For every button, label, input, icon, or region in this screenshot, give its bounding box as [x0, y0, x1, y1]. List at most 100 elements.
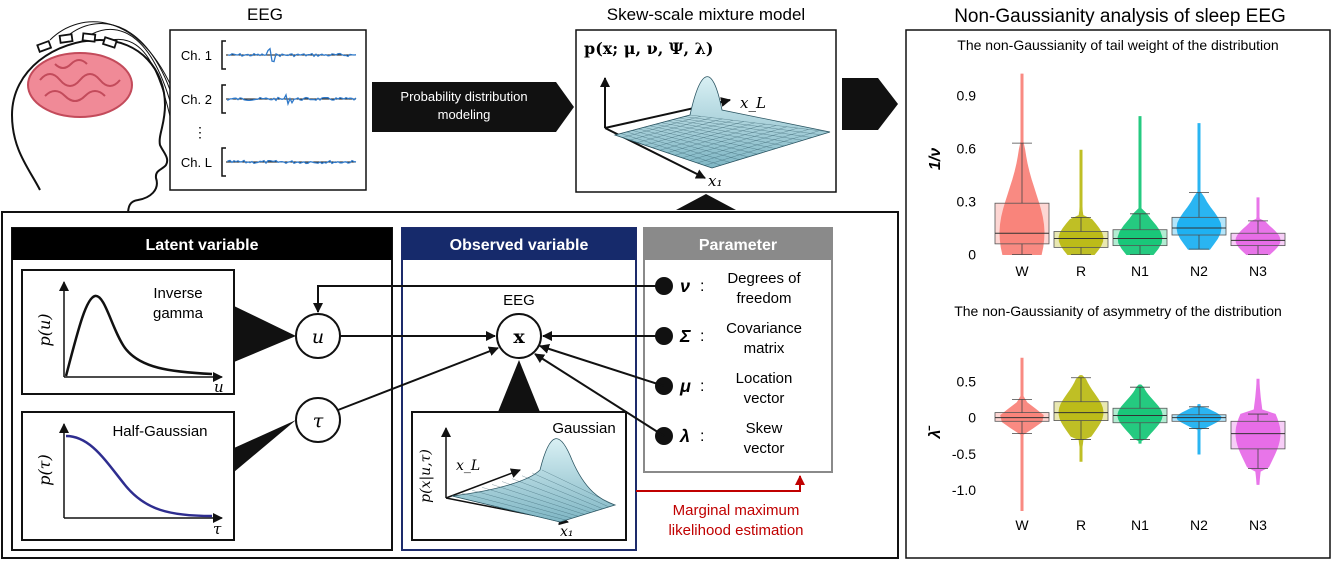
category-label: R — [1076, 263, 1086, 279]
y-tick-label: 0 — [968, 410, 976, 426]
parameter-name-line2: vector — [744, 440, 785, 457]
box — [1112, 229, 1168, 247]
node-x-label: x — [513, 326, 525, 348]
category-label: W — [1015, 517, 1029, 533]
violin-shape — [1058, 375, 1104, 462]
half-gaussian-label: Half-Gaussian — [112, 423, 207, 440]
parameter-name-line2: vector — [744, 390, 785, 407]
mixture-title: Skew-scale mixture model — [607, 5, 805, 24]
parameter-symbol: ν — [680, 276, 690, 296]
channel-label-L: Ch. L — [181, 155, 212, 170]
parameter-name-line1: Degrees of — [727, 270, 801, 287]
channel-label-2: Ch. 2 — [181, 92, 212, 107]
violin-R — [1053, 375, 1109, 462]
gaussian-axis-x1: x₁ — [560, 524, 574, 540]
y-tick-label: 0.9 — [957, 87, 977, 103]
half-gaussian-ylabel: p(τ) — [35, 454, 54, 486]
violin-shape — [1176, 123, 1222, 250]
inverse-gamma-curve — [64, 294, 213, 377]
parameter-header-label: Parameter — [699, 237, 777, 254]
edge-tau-x — [337, 346, 499, 411]
chart-ylabel: 1/ν — [927, 148, 944, 170]
latent-header — [12, 228, 392, 260]
half-gaussian-connector — [234, 420, 296, 472]
up-arrow — [676, 194, 736, 210]
category-label: N3 — [1249, 517, 1267, 533]
inverse-gamma-ylabel: p(u) — [35, 313, 54, 346]
category-label: N1 — [1131, 517, 1149, 533]
violin-N3 — [1230, 378, 1286, 485]
gaussian-surface: x_L x₁ — [441, 427, 617, 540]
parameter-name-line1: Location — [736, 370, 793, 387]
violin-shape — [1117, 116, 1163, 256]
parameter-row: λ: Skew vector — [655, 420, 784, 457]
box — [1053, 401, 1109, 421]
inverse-gamma-connector — [234, 306, 296, 362]
violin-W — [994, 357, 1050, 512]
y-tick-label: 0 — [968, 246, 976, 262]
violin-W — [994, 73, 1050, 256]
parameter-colon: : — [700, 378, 704, 395]
y-tick-label: -0.5 — [952, 446, 976, 462]
category-label: N3 — [1249, 263, 1267, 279]
chart-title: The non-Gaussianity of tail weight of th… — [957, 37, 1278, 53]
y-tick-label: 0.6 — [957, 140, 977, 156]
mixture-formula: p(x; μ, ν, Ψ, λ) — [584, 39, 713, 58]
edge-nu-u — [313, 285, 664, 313]
parameter-name-line2: matrix — [744, 340, 785, 357]
eeg-title: EEG — [247, 5, 283, 24]
estimation-arrow: Marginal maximum likelihood estimation — [636, 475, 805, 539]
violin-shape — [1235, 378, 1281, 485]
parameter-list: ν:Degrees offreedomΣ:Covariancematrixμ:L… — [655, 270, 802, 457]
mixture-axis-x1: x₁ — [708, 172, 722, 190]
gaussian-connector — [498, 360, 540, 412]
y-tick-label: 0.5 — [957, 373, 977, 389]
electrode-wires — [49, 21, 176, 141]
violin-R — [1053, 149, 1109, 256]
parameter-colon: : — [700, 328, 704, 345]
inverse-gamma-line1: Inverse — [153, 285, 202, 302]
violin-N2 — [1171, 404, 1227, 455]
violin-N3 — [1230, 197, 1286, 256]
category-label: W — [1015, 263, 1029, 279]
node-tau — [295, 397, 341, 443]
edge-lambda-x — [534, 353, 665, 437]
box — [994, 202, 1050, 245]
parameter-panel — [643, 227, 833, 473]
observed-header-label: Observed variable — [450, 237, 589, 254]
parameter-name-line1: Skew — [746, 420, 783, 437]
node-tau-label: τ — [313, 410, 324, 432]
box — [1171, 216, 1227, 236]
edge-mu-x — [539, 344, 665, 387]
arrow-label-line2: modeling — [438, 107, 491, 122]
node-u-label: u — [312, 326, 324, 348]
inverse-gamma-line2: gamma — [153, 305, 204, 322]
modeling-arrow: Probability distribution modeling — [372, 82, 574, 132]
gaussian-label: Gaussian — [552, 420, 615, 437]
y-tick-label: 0.3 — [957, 193, 977, 209]
node-x — [496, 313, 542, 359]
brain-icon — [27, 52, 133, 118]
mixture-surface: x_L x₁ — [600, 76, 831, 190]
parameter-symbol: λ — [679, 426, 690, 446]
chart-title: The non-Gaussianity of asymmetry of the … — [954, 303, 1282, 319]
violin-N2 — [1171, 123, 1227, 250]
parameter-colon: : — [700, 278, 704, 295]
half-gaussian-curve — [65, 434, 213, 518]
observed-header — [402, 228, 636, 260]
parameter-colon: : — [700, 428, 704, 445]
eeg-node-label: EEG — [503, 292, 535, 309]
inverse-gamma-xlabel: u — [214, 378, 224, 396]
violin-shape — [1176, 404, 1222, 455]
box — [1053, 231, 1109, 248]
graph-edges — [313, 285, 665, 437]
violin-shape — [1000, 357, 1044, 512]
box — [1230, 232, 1286, 247]
asymmetry-chart: The non-Gaussianity of asymmetry of the … — [927, 303, 1286, 533]
box — [994, 412, 1050, 422]
half-gaussian-xlabel: τ — [213, 520, 222, 538]
estimation-line1: Marginal maximum — [673, 502, 800, 519]
